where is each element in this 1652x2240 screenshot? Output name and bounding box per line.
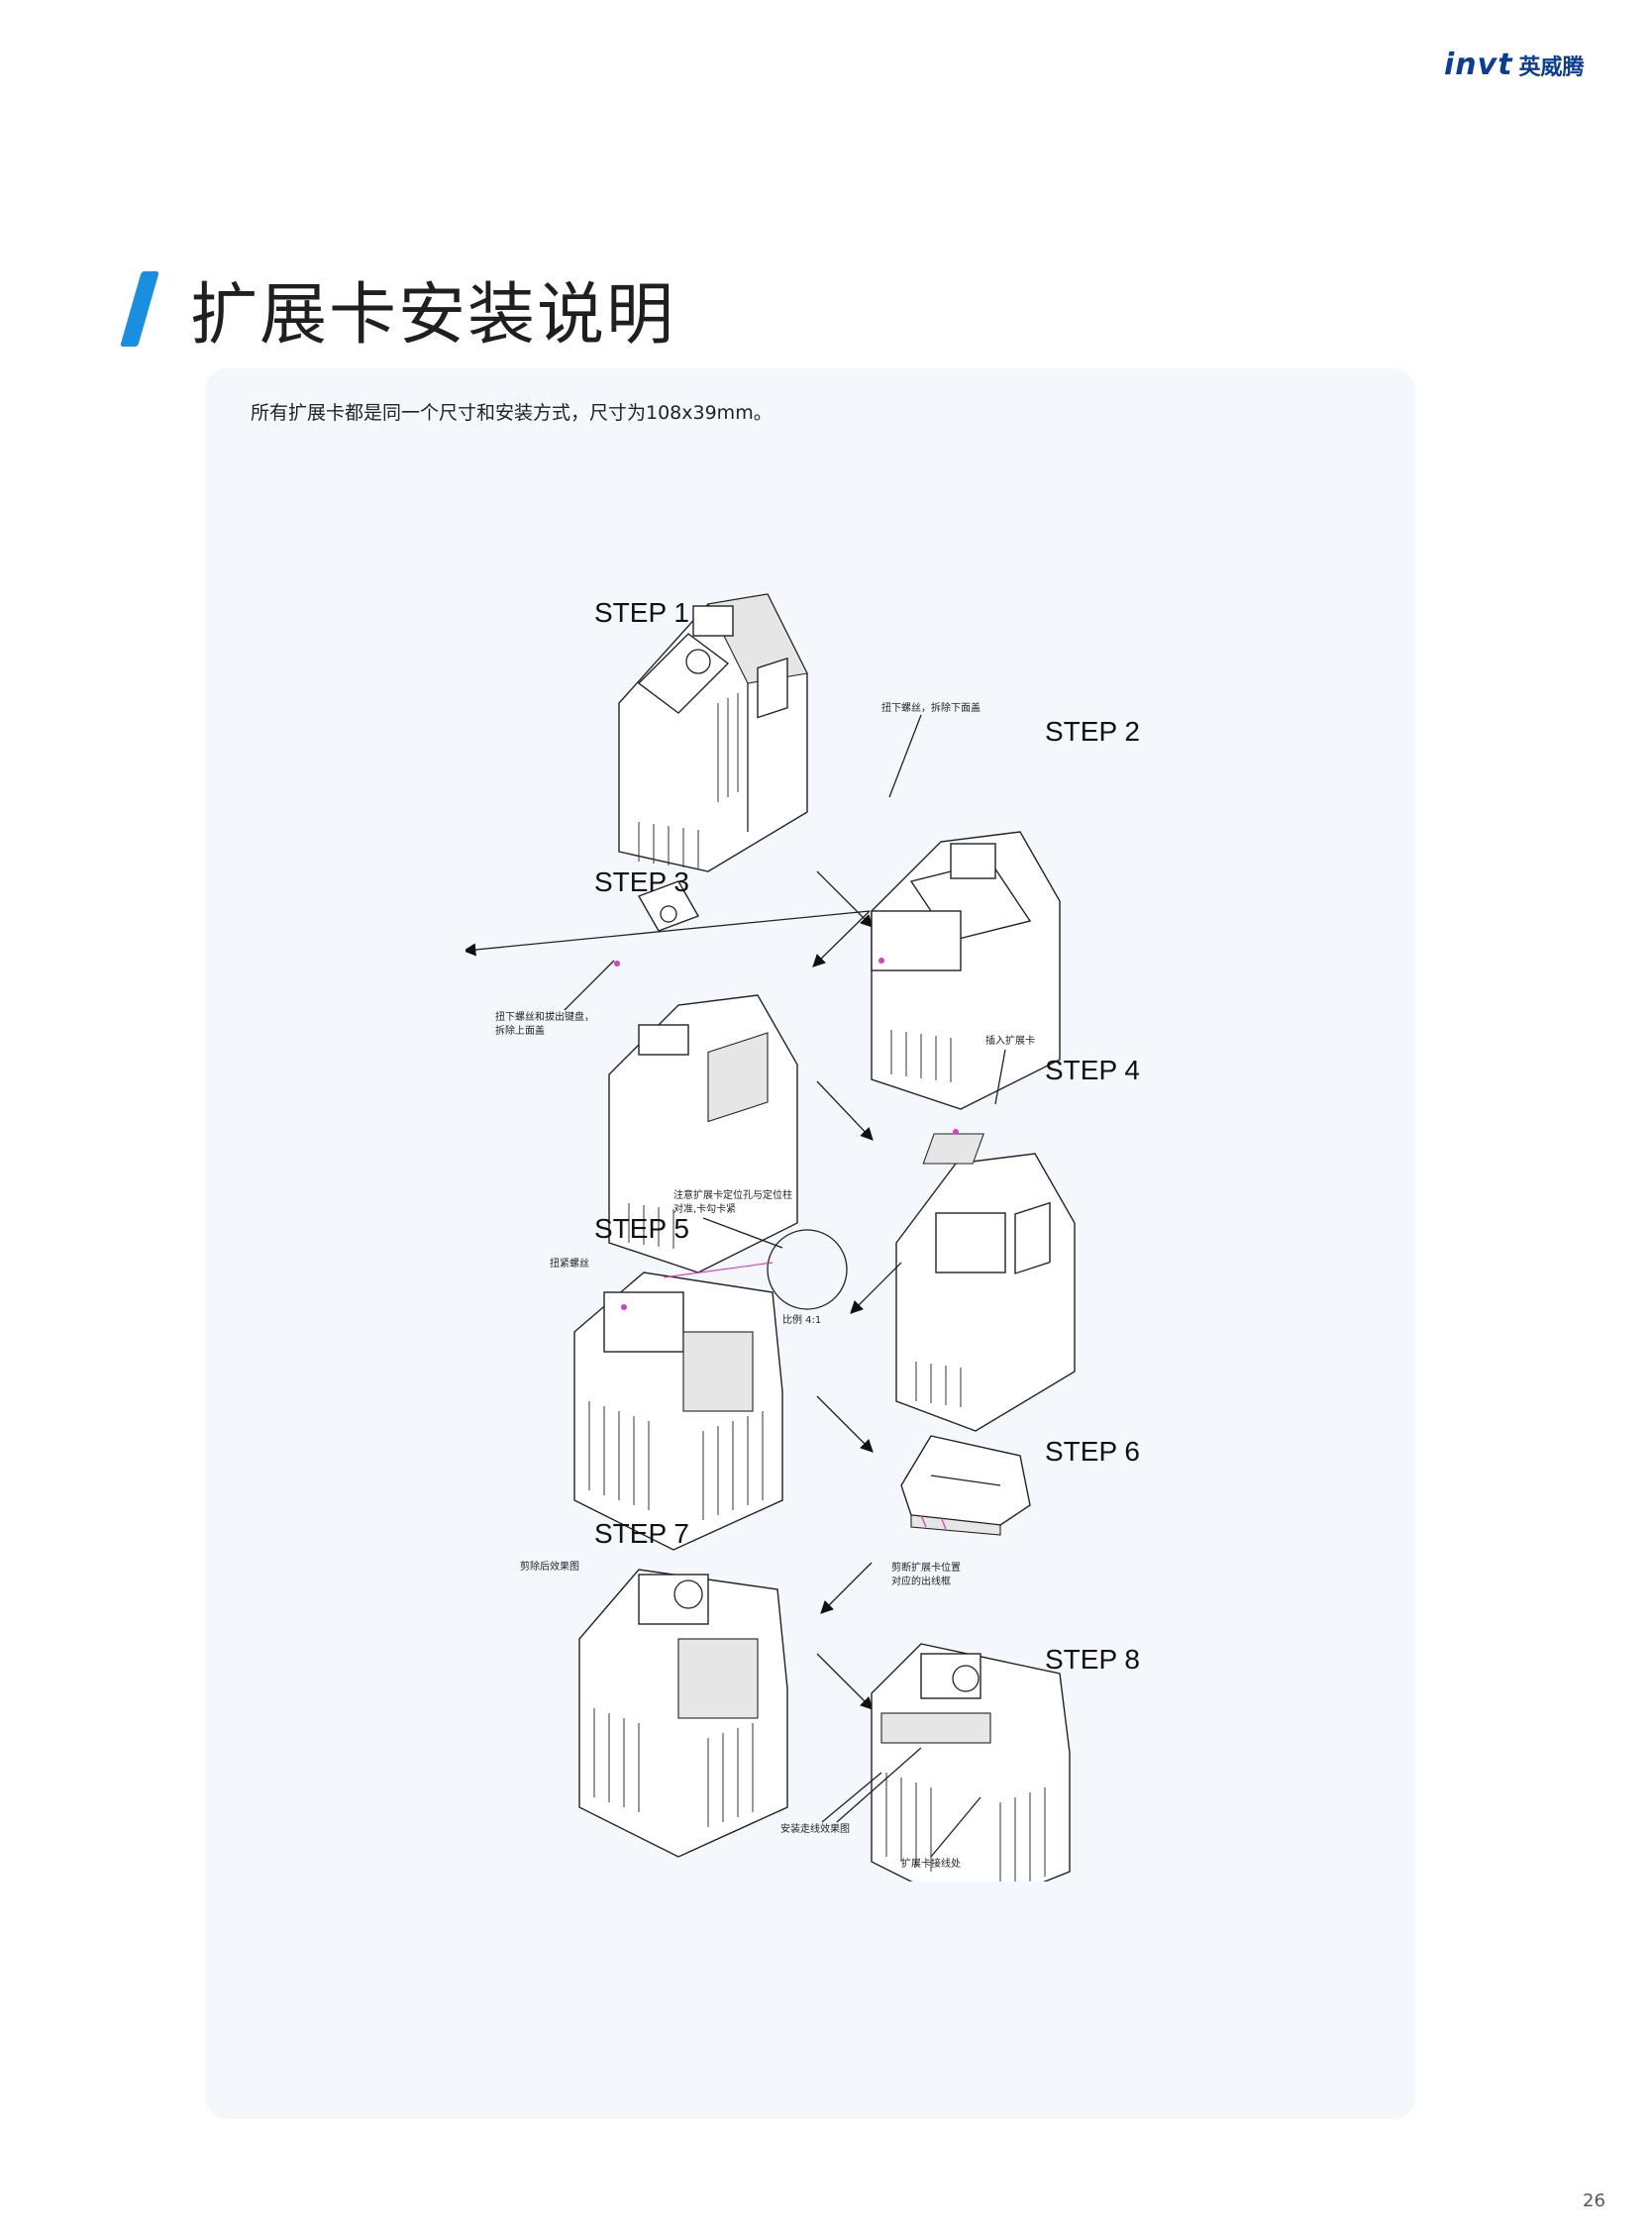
step4-drive-illustration <box>895 1129 1076 1432</box>
arrow-step6-to-step7 <box>820 1562 873 1614</box>
step7-note: 剪除后效果图 <box>520 1560 579 1573</box>
arrow-step7-to-step8 <box>816 1653 874 1710</box>
arrow-step1-to-step2 <box>816 870 874 928</box>
step2-note: 扭下螺丝，拆除下面盖 <box>881 701 981 714</box>
step6-cover-illustration <box>900 1435 1031 1536</box>
step5-drive-illustration <box>573 1272 783 1551</box>
step3-note-line2: 拆除上面盖 <box>495 1024 545 1037</box>
step8-label: STEP 8 <box>1045 1644 1140 1675</box>
step2-drive-illustration <box>871 831 1061 1110</box>
step5-detail-magnifier <box>767 1229 848 1310</box>
step8-note2: 扩展卡接线处 <box>901 1857 961 1870</box>
arrow-step5-to-step6 <box>816 1395 874 1453</box>
page-number: 26 <box>1583 2190 1605 2211</box>
step1-drive-illustration <box>618 593 808 872</box>
step1-label: STEP 1 <box>594 597 689 628</box>
page-title: 扩展卡安装说明 <box>190 276 676 355</box>
step5-label: STEP 5 <box>594 1213 689 1244</box>
step7-label: STEP 7 <box>594 1518 689 1549</box>
step6-label: STEP 6 <box>1045 1436 1140 1467</box>
step4-label: STEP 4 <box>1045 1055 1140 1085</box>
step6-note-line2: 对应的出线框 <box>891 1575 951 1587</box>
step6-note-line1: 剪断扩展卡位置 <box>891 1561 961 1574</box>
logo-mark: invt <box>1444 48 1513 82</box>
step5-scale: 比例 4:1 <box>782 1313 821 1326</box>
brand-logo: invt 英威腾 <box>1444 48 1585 82</box>
step3-note-line1: 扭下螺丝和拔出键盘， <box>495 1010 594 1023</box>
step5-note2-line1: 注意扩展卡定位孔与定位柱 <box>673 1188 792 1201</box>
step4-note: 插入扩展卡 <box>985 1034 1035 1047</box>
arrow-step3-to-step4 <box>816 1080 874 1141</box>
step5-note2-line2: 对准,卡勾卡紧 <box>673 1202 736 1215</box>
intro-text: 所有扩展卡都是同一个尺寸和安装方式，尺寸为108x39mm。 <box>251 402 773 424</box>
step2-leader-line <box>888 714 922 798</box>
title-accent-bar <box>120 270 159 347</box>
arrow-step2-to-step3 <box>812 910 871 967</box>
step8-note: 安装走线效果图 <box>780 1822 850 1835</box>
installation-diagram: STEP 1 STEP 2 扭下螺丝，拆除下面盖 STEP 3 扭下螺丝和拔出键… <box>465 593 1140 1882</box>
step7-drive-illustration <box>578 1569 788 1858</box>
logo-chinese-name: 英威腾 <box>1518 54 1585 80</box>
step5-note: 扭紧螺丝 <box>550 1257 589 1270</box>
content-panel <box>205 368 1415 2119</box>
page-title-block: 扩展卡安装说明 <box>120 259 676 357</box>
step3-label: STEP 3 <box>594 866 689 897</box>
arrow-step4-to-step5 <box>850 1262 902 1314</box>
step2-label: STEP 2 <box>1045 716 1140 747</box>
step8-drive-illustration <box>871 1643 1071 1882</box>
step3-drive-illustration <box>608 880 798 1273</box>
